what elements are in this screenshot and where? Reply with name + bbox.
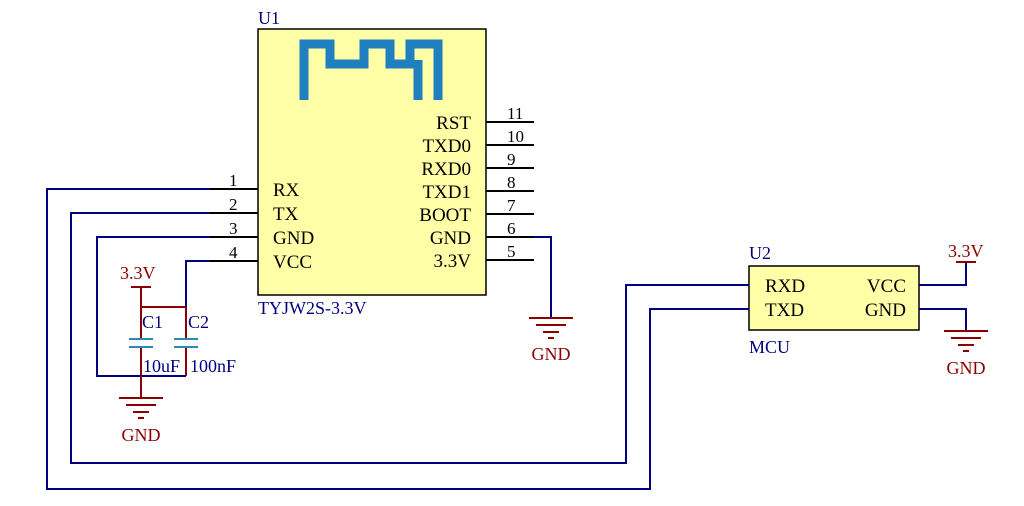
u1-gnd-wire [534,236,552,318]
u1-component: U1 TYJW2S-3.3V 1 2 3 4 RX TX GND VCC 11 … [210,8,534,318]
u2-body [748,265,920,331]
power-net-label: 3.3V [120,263,156,283]
u2-gnd-wire [919,308,967,331]
u2-vcc-wire [919,262,967,286]
u1-pin-number: 1 [229,171,238,190]
u1-pin-name: TXD0 [422,136,471,157]
u2-pin-name: TXD [765,300,804,321]
u1-pin-number: 3 [229,219,238,238]
u1-pin-name: RX [273,180,300,201]
u2-pin-name: GND [865,300,906,321]
u1-pin-name: RST [436,113,471,134]
rx-to-txd-wire [46,188,749,490]
u1-pin-name: RXD0 [421,159,471,180]
u2-designator: U2 [749,243,771,263]
u1-pin-number: 7 [507,196,516,215]
u1-pin-name: TX [273,204,299,225]
tx-to-rxd-wire [70,212,749,464]
gnd-label: GND [532,344,571,364]
u1-pin-number: 4 [229,243,238,262]
u1-pin-number: 9 [507,150,516,169]
power-net-label: 3.3V [948,241,984,261]
u1-pin-number: 2 [229,195,238,214]
u1-pin-name: 3.3V [434,251,472,272]
u1-pin-name: TXD1 [422,182,471,203]
u1-pin-number: 5 [507,242,516,261]
u2-part-label: MCU [749,337,790,357]
capacitor-section: 3.3V C1 10uF C2 100nF GND [96,236,236,445]
u1-ground-net: GND [529,236,573,364]
u1-designator: U1 [258,8,280,28]
c2-value: 100nF [190,356,236,376]
u1-pin-name: VCC [273,252,312,273]
gnd-label: GND [947,358,986,378]
u1-pin-number: 10 [507,127,524,146]
gnd-label: GND [122,425,161,445]
u2-pin-name: VCC [867,276,906,297]
c2-designator: C2 [188,312,209,332]
u1-pin-number: 6 [507,219,516,238]
u1-pin-name: BOOT [419,205,471,226]
u1-part-number: TYJW2S-3.3V [258,298,367,318]
c1-value: 10uF [143,356,180,376]
u1-pin-name: GND [430,228,471,249]
antenna-icon [299,39,443,100]
u2-pin-name: RXD [765,276,805,297]
u1-pin-number: 8 [507,173,516,192]
vcc-wire [185,260,210,307]
u1-pin-name: GND [273,228,314,249]
c1-designator: C1 [142,312,163,332]
u1-body [257,28,487,296]
u2-component: U2 RXD VCC TXD GND MCU 3.3V GND [748,241,988,378]
u1-pin-number: 11 [507,104,523,123]
